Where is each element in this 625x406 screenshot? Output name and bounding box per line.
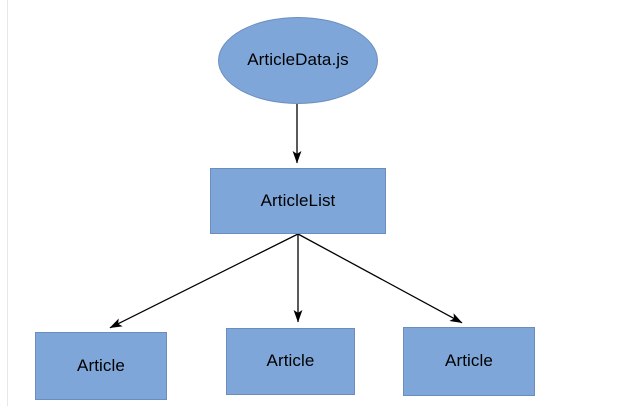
node-article-2[interactable]: Article <box>226 328 355 395</box>
node-articledata-label: ArticleData.js <box>247 50 349 70</box>
page-boundary-line <box>7 0 8 406</box>
edge-articlelist-to-article-3 <box>297 233 463 324</box>
node-article-3[interactable]: Article <box>403 327 535 396</box>
node-article-2-label: Article <box>266 351 315 371</box>
edge-articlelist-to-article-1 <box>109 233 299 329</box>
node-article-1-label: Article <box>77 355 125 375</box>
node-article-3-label: Article <box>445 351 493 371</box>
node-articlelist-label: ArticleList <box>260 190 336 210</box>
node-article-1[interactable]: Article <box>35 332 167 400</box>
node-articledata[interactable]: ArticleData.js <box>218 17 378 104</box>
node-articlelist[interactable]: ArticleList <box>210 168 386 234</box>
